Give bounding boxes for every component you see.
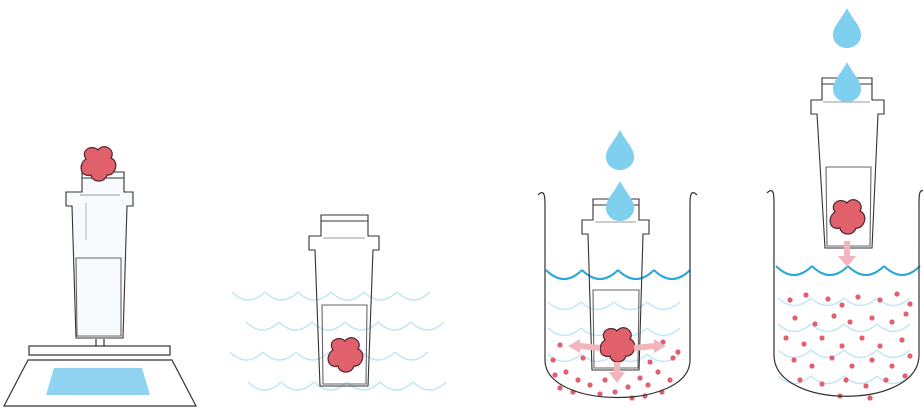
solute-particle-icon — [660, 339, 666, 345]
wave-line — [547, 327, 681, 337]
solute-particle-icon — [894, 291, 900, 297]
solute-particle-icon — [883, 377, 889, 383]
solute-particle-icon — [819, 335, 825, 341]
solute-particle-icon — [655, 369, 661, 375]
wave-line — [777, 349, 911, 359]
panel-soak — [229, 214, 447, 391]
solute-particle-icon — [575, 377, 581, 383]
solute-particle-icon — [859, 335, 865, 341]
solute-particle-icon — [792, 315, 798, 321]
solute-particle-icon — [647, 359, 653, 365]
water-drop-icon — [833, 62, 861, 102]
panel-lift — [766, 8, 923, 401]
solute-particle-group — [783, 291, 913, 401]
wave-line — [231, 291, 431, 301]
solute-particle-icon — [869, 357, 875, 363]
solute-particle-icon — [597, 391, 603, 397]
solute-particle-icon — [869, 315, 875, 321]
wave-icon — [777, 297, 911, 385]
filter-cup-icon — [308, 214, 380, 387]
panel-dissolve — [537, 130, 698, 401]
solute-particle-icon — [867, 395, 873, 401]
solute-particle-icon — [625, 384, 631, 390]
scale-display — [46, 368, 150, 395]
solute-particle-icon — [849, 363, 855, 369]
water-drop-icon — [833, 8, 861, 48]
wave-line — [547, 353, 681, 363]
solute-particle-icon — [825, 296, 831, 302]
wave-line — [777, 323, 911, 333]
solute-particle-icon — [863, 383, 869, 389]
solute-particle-icon — [812, 321, 818, 327]
solute-particle-icon — [899, 337, 905, 343]
solute-particle-icon — [670, 355, 676, 361]
solute-particle-icon — [907, 353, 913, 359]
solute-particle-icon — [552, 372, 558, 378]
wave-surface-icon — [775, 265, 921, 276]
solute-particle-icon — [803, 292, 809, 298]
solute-particle-icon — [843, 377, 849, 383]
solute-particle-icon — [877, 297, 883, 303]
filter-cup-icon — [65, 171, 134, 339]
food-sample-icon — [599, 327, 636, 363]
solute-particle-icon — [839, 302, 845, 308]
wave-icon — [229, 291, 447, 391]
filter-cup-icon — [810, 77, 885, 249]
wave-line — [777, 297, 911, 307]
drip-arrow-icon — [838, 241, 856, 267]
water-drop-icon — [606, 130, 634, 170]
solute-particle-icon — [791, 357, 797, 363]
solute-particle-icon — [557, 385, 563, 391]
solute-particle-icon — [550, 357, 556, 363]
solute-particle-icon — [809, 363, 815, 369]
scale-icon — [3, 339, 197, 407]
solute-particle-icon — [602, 377, 608, 383]
solute-particle-icon — [797, 377, 803, 383]
solute-particle-icon — [819, 381, 825, 387]
solute-particle-icon — [675, 349, 681, 355]
solute-particle-icon — [801, 341, 807, 347]
solute-particle-icon — [563, 369, 569, 375]
wave-line — [247, 381, 447, 391]
solute-particle-icon — [855, 294, 861, 300]
wave-surface-icon — [545, 269, 691, 280]
solute-particle-icon — [612, 389, 618, 395]
food-sample-icon — [327, 337, 364, 373]
wave-icon — [547, 301, 681, 363]
panel-weigh — [3, 146, 197, 407]
solute-particle-icon — [889, 319, 895, 325]
solute-particle-icon — [839, 343, 845, 349]
solute-particle-icon — [637, 375, 643, 381]
solute-particle-icon — [645, 382, 651, 388]
wave-line — [245, 321, 445, 331]
solute-particle-icon — [889, 363, 895, 369]
solute-particle-icon — [903, 311, 909, 317]
beaker-icon — [766, 190, 923, 397]
water-drop-icon — [606, 181, 634, 221]
wave-line — [777, 375, 911, 385]
solute-particle-icon — [580, 355, 586, 361]
solute-particle-icon — [877, 343, 883, 349]
solute-particle-icon — [557, 342, 563, 348]
solute-particle-icon — [907, 301, 913, 307]
solute-particle-icon — [667, 377, 673, 383]
solute-particle-icon — [902, 373, 908, 379]
wave-line — [547, 301, 681, 311]
solute-particle-icon — [829, 355, 835, 361]
solute-particle-icon — [787, 297, 793, 303]
solute-particle-icon — [587, 382, 593, 388]
solute-particle-icon — [847, 319, 853, 325]
diffusion-arrow-icon — [568, 339, 666, 383]
beaker-icon — [537, 192, 698, 399]
solute-particle-icon — [783, 335, 789, 341]
solute-particle-icon — [831, 313, 837, 319]
